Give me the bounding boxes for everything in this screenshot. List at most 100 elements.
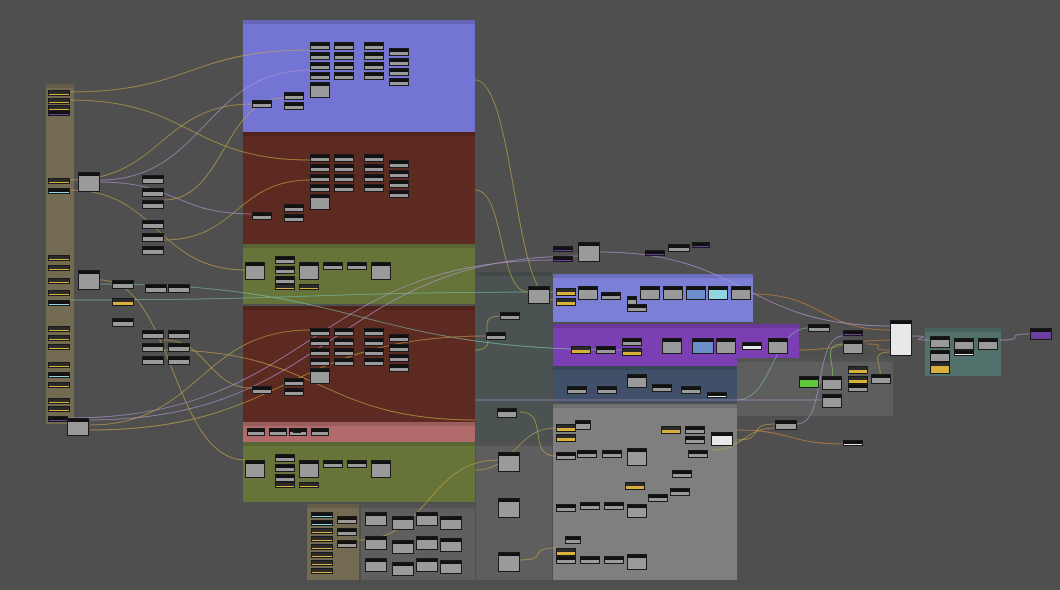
graph-node[interactable] (310, 348, 330, 356)
graph-node[interactable] (347, 262, 367, 270)
node-header[interactable] (776, 421, 796, 424)
node-header[interactable] (557, 299, 575, 302)
node-header[interactable] (49, 399, 69, 402)
graph-node[interactable] (440, 538, 462, 552)
node-header[interactable] (872, 375, 890, 378)
graph-node[interactable] (168, 284, 190, 293)
graph-node[interactable] (930, 362, 950, 374)
graph-node[interactable] (334, 184, 354, 192)
graph-node[interactable] (142, 200, 164, 209)
node-header[interactable] (276, 483, 294, 486)
graph-node[interactable] (310, 184, 330, 192)
node-header[interactable] (566, 537, 580, 540)
node-header[interactable] (49, 345, 69, 348)
node-header[interactable] (743, 343, 761, 346)
graph-node[interactable] (688, 450, 708, 458)
graph-node[interactable] (930, 336, 950, 348)
node-header[interactable] (79, 271, 99, 274)
node-header[interactable] (143, 221, 163, 224)
node-header[interactable] (311, 53, 329, 56)
node-header[interactable] (390, 59, 408, 62)
graph-node[interactable] (364, 42, 384, 50)
graph-node[interactable] (565, 536, 581, 544)
node-header[interactable] (581, 557, 599, 560)
graph-node[interactable] (275, 464, 295, 472)
graph-node[interactable] (311, 560, 333, 566)
graph-node[interactable] (364, 164, 384, 172)
node-header[interactable] (598, 387, 616, 390)
graph-node[interactable] (556, 504, 576, 512)
node-frame[interactable] (243, 442, 475, 502)
graph-node[interactable] (310, 62, 330, 70)
node-header[interactable] (312, 521, 332, 524)
graph-node[interactable] (604, 556, 624, 564)
node-header[interactable] (671, 489, 689, 492)
graph-node[interactable] (498, 552, 520, 572)
graph-node[interactable] (556, 288, 576, 296)
node-header[interactable] (312, 513, 332, 516)
node-header[interactable] (365, 359, 383, 362)
node-header[interactable] (311, 185, 329, 188)
node-header[interactable] (169, 285, 189, 288)
graph-node[interactable] (731, 286, 751, 300)
node-header[interactable] (576, 421, 590, 424)
graph-node[interactable] (269, 428, 287, 436)
graph-node[interactable] (575, 420, 591, 430)
graph-node[interactable] (310, 164, 330, 172)
graph-node[interactable] (347, 460, 367, 468)
node-header[interactable] (143, 201, 163, 204)
graph-node[interactable] (275, 256, 295, 264)
node-header[interactable] (554, 257, 572, 260)
graph-node[interactable] (556, 434, 576, 442)
node-header[interactable] (717, 339, 735, 342)
graph-node[interactable] (311, 536, 333, 542)
node-header[interactable] (955, 351, 973, 354)
graph-node[interactable] (275, 276, 295, 284)
graph-node[interactable] (334, 358, 354, 366)
node-header[interactable] (487, 333, 505, 336)
node-header[interactable] (554, 247, 572, 250)
graph-node[interactable] (78, 270, 100, 290)
node-header[interactable] (146, 285, 166, 288)
node-header[interactable] (300, 483, 318, 486)
graph-node[interactable] (498, 498, 520, 518)
graph-node[interactable] (284, 102, 304, 110)
graph-node[interactable] (890, 320, 912, 356)
frame-title-bar[interactable] (476, 272, 552, 276)
graph-node[interactable] (553, 256, 573, 262)
node-header[interactable] (646, 251, 664, 254)
node-header[interactable] (312, 537, 332, 540)
node-header[interactable] (417, 559, 437, 562)
node-header[interactable] (686, 427, 704, 430)
graph-node[interactable] (334, 52, 354, 60)
node-header[interactable] (390, 365, 408, 368)
node-header[interactable] (49, 111, 69, 114)
graph-node[interactable] (323, 460, 343, 468)
graph-node[interactable] (168, 330, 190, 339)
graph-node[interactable] (334, 174, 354, 182)
node-header[interactable] (390, 171, 408, 174)
node-header[interactable] (417, 537, 437, 540)
node-header[interactable] (49, 373, 69, 376)
graph-node[interactable] (528, 286, 550, 304)
node-header[interactable] (823, 395, 841, 398)
graph-node[interactable] (389, 364, 409, 372)
graph-node[interactable] (275, 454, 295, 462)
graph-node[interactable] (48, 398, 70, 404)
node-header[interactable] (390, 355, 408, 358)
node-header[interactable] (365, 43, 383, 46)
node-header[interactable] (641, 287, 659, 290)
node-header[interactable] (49, 279, 69, 282)
node-header[interactable] (441, 561, 461, 564)
graph-node[interactable] (299, 284, 319, 290)
node-header[interactable] (682, 387, 700, 390)
node-header[interactable] (557, 435, 575, 438)
graph-node[interactable] (337, 540, 357, 548)
graph-node[interactable] (311, 428, 329, 436)
graph-node[interactable] (711, 432, 733, 446)
node-header[interactable] (49, 106, 69, 109)
graph-node[interactable] (252, 212, 272, 220)
node-header[interactable] (338, 529, 356, 532)
node-header[interactable] (628, 555, 646, 558)
graph-node[interactable] (48, 300, 70, 306)
